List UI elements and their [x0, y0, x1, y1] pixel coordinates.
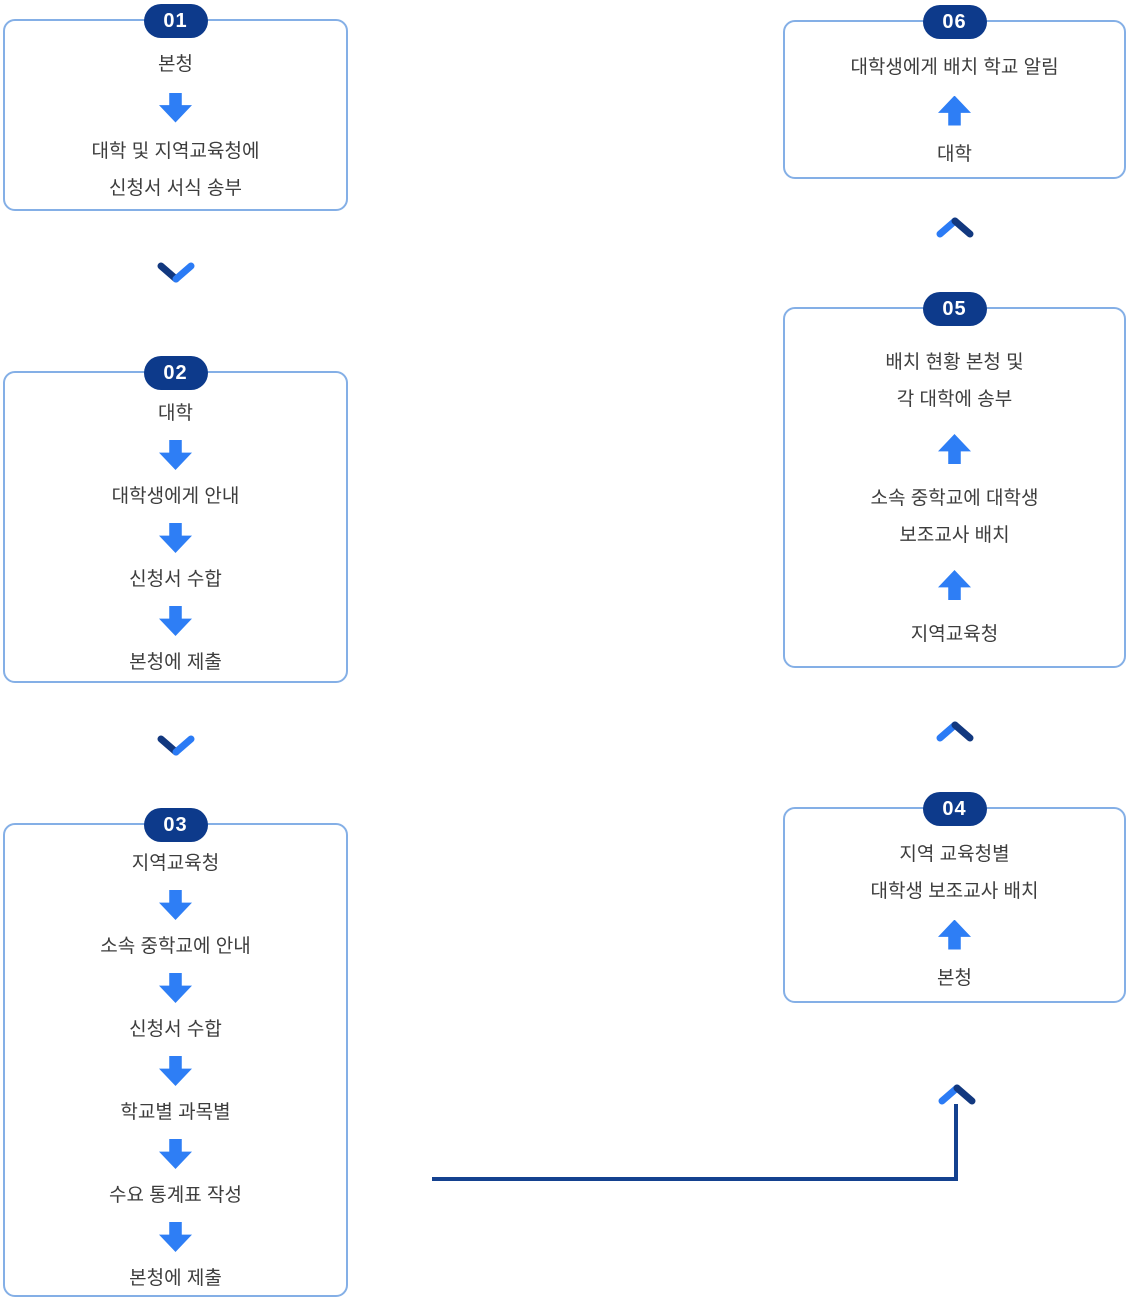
step-line: 소속 중학교에 대학생	[870, 488, 1039, 509]
step-label: 지역교육청	[132, 845, 219, 882]
step-line: 본청	[937, 967, 972, 989]
arrow-up-icon	[938, 434, 971, 464]
step-label: 대학	[937, 136, 972, 173]
arrow-down-icon	[159, 523, 192, 553]
step-number-badge-04: 04	[922, 792, 987, 826]
connector-arrow-up-icon	[938, 1084, 976, 1105]
step-label: 신청서 수합	[129, 1011, 222, 1048]
arrow-down-icon	[159, 1056, 192, 1086]
step-line: 대학생에게 안내	[111, 486, 240, 507]
step-line: 소속 중학교에 안내	[100, 936, 251, 957]
step-line: 본청에 제출	[129, 1268, 222, 1289]
arrow-down-icon	[159, 440, 192, 470]
step-line: 보조교사 배치	[899, 525, 1010, 546]
arrow-up-icon	[938, 570, 971, 600]
step-number-badge-06: 06	[922, 5, 987, 39]
step-number-badge-01: 01	[143, 4, 208, 38]
flow-box-02: 02 대학 대학생에게 안내 신청서 수합 본청에 제출	[3, 356, 348, 683]
step-label: 신청서 수합	[129, 561, 222, 598]
step-line: 배치 현황 본청 및	[885, 352, 1024, 373]
arrow-down-icon	[159, 92, 192, 123]
step-label: 지역 교육청별 대학생 보조교사 배치	[871, 836, 1039, 910]
step-label: 본청	[158, 46, 193, 83]
step-label: 소속 중학교에 대학생 보조교사 배치	[871, 480, 1039, 554]
arrow-up-icon	[938, 95, 971, 126]
step-label: 배치 현황 본청 및 각 대학에 송부	[885, 344, 1023, 418]
step-label: 대학생에게 배치 학교 알림	[850, 49, 1058, 86]
step-line: 신청서 서식 송부	[109, 177, 242, 199]
flow-box-06: 06 대학생에게 배치 학교 알림 대학	[783, 5, 1126, 179]
arrow-down-icon	[159, 606, 192, 636]
step-number-badge-05: 05	[922, 292, 987, 326]
step-line: 수요 통계표 작성	[109, 1185, 242, 1206]
flow-box-01: 01 본청 대학 및 지역교육청에 신청서 서식 송부	[3, 4, 348, 211]
step-line: 신청서 수합	[129, 569, 222, 590]
step-line: 대학 및 지역교육청에	[91, 140, 260, 162]
flow-box-03-content: 지역교육청 소속 중학교에 안내 신청서 수합 학교별 과목별 수요 통계표 작…	[5, 825, 346, 1295]
flow-box-05-content: 배치 현황 본청 및 각 대학에 송부 소속 중학교에 대학생 보조교사 배치 …	[785, 309, 1124, 666]
step-line: 지역 교육청별	[899, 843, 1010, 865]
flow-box-02-content: 대학 대학생에게 안내 신청서 수합 본청에 제출	[5, 373, 346, 681]
step-line: 학교별 과목별	[120, 1102, 231, 1123]
flow-box-06-content: 대학생에게 배치 학교 알림 대학	[785, 22, 1124, 177]
step-line: 신청서 수합	[129, 1019, 222, 1040]
step-label: 소속 중학교에 안내	[100, 928, 250, 965]
arrow-down-icon	[159, 1222, 192, 1252]
connector-line-vertical	[954, 1104, 958, 1181]
flow-box-04: 04 지역 교육청별 대학생 보조교사 배치 본청	[783, 792, 1126, 1003]
step-line: 대학생 보조교사 배치	[870, 880, 1039, 902]
flow-box-01-content: 본청 대학 및 지역교육청에 신청서 서식 송부	[5, 21, 346, 209]
step-number-badge-03: 03	[143, 808, 208, 842]
step-label: 대학생에게 안내	[112, 478, 240, 515]
flow-box-03: 03 지역교육청 소속 중학교에 안내 신청서 수합 학교별 과목별 수요 통계…	[3, 808, 348, 1297]
step-line: 본청에 제출	[129, 652, 222, 673]
step-line: 본청	[158, 53, 193, 75]
chevron-down-icon	[157, 262, 195, 283]
step-line: 지역교육청	[910, 624, 999, 645]
step-label: 수요 통계표 작성	[109, 1177, 242, 1214]
step-label: 본청에 제출	[129, 644, 222, 681]
step-line: 대학	[937, 143, 972, 165]
step-label: 본청	[937, 960, 972, 997]
step-line: 각 대학에 송부	[896, 389, 1013, 410]
step-line: 대학	[158, 403, 193, 424]
step-label: 본청에 제출	[129, 1260, 222, 1297]
arrow-down-icon	[159, 1139, 192, 1169]
flow-box-04-content: 지역 교육청별 대학생 보조교사 배치 본청	[785, 809, 1124, 1001]
connector-line-horizontal	[432, 1177, 958, 1181]
step-line: 지역교육청	[131, 853, 220, 874]
chevron-up-icon	[936, 217, 974, 238]
chevron-up-icon	[936, 721, 974, 742]
arrow-down-icon	[159, 890, 192, 920]
step-label: 학교별 과목별	[120, 1094, 230, 1131]
arrow-up-icon	[938, 919, 971, 950]
step-label: 대학	[158, 395, 193, 432]
step-number-badge-02: 02	[143, 356, 208, 390]
step-line: 대학생에게 배치 학교 알림	[850, 56, 1059, 78]
step-label: 지역교육청	[911, 616, 998, 653]
flow-box-05: 05 배치 현황 본청 및 각 대학에 송부 소속 중학교에 대학생 보조교사 …	[783, 292, 1126, 668]
chevron-down-icon	[157, 735, 195, 756]
arrow-down-icon	[159, 973, 192, 1003]
step-label: 대학 및 지역교육청에 신청서 서식 송부	[92, 133, 260, 207]
